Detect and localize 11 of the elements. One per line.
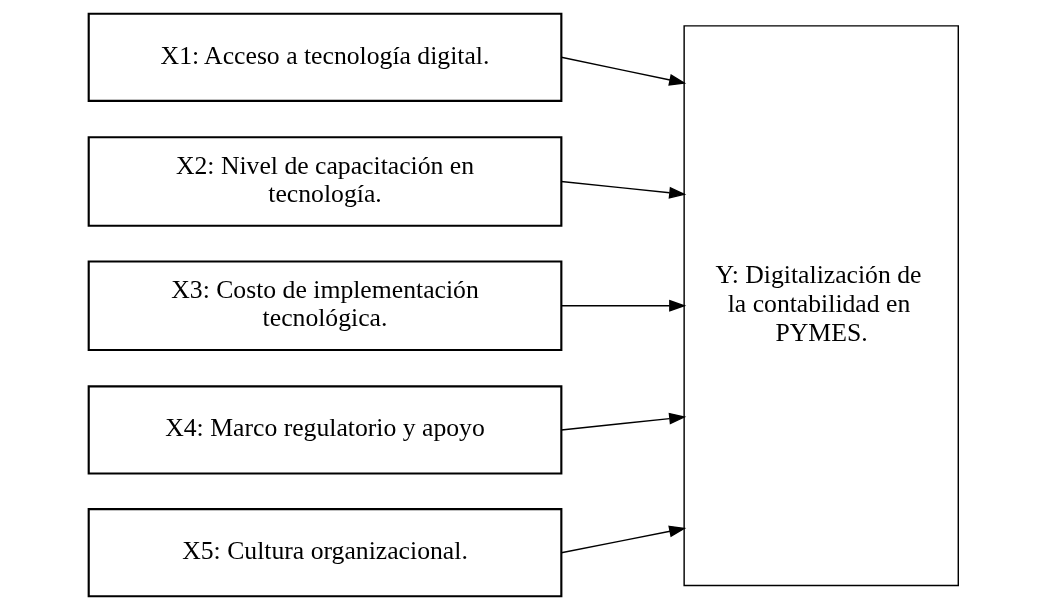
node-box: Y: Digitalización de la contabilidad en PYMES.: [682, 25, 959, 587]
node-box: X3: Costo de implementación tecnológica.: [87, 260, 562, 352]
node-box: X1: Acceso a tecnología digital.: [87, 12, 562, 102]
node-box: X4: Marco regulatorio y apoyo: [87, 385, 562, 475]
arrow: [560, 412, 686, 431]
arrow: [560, 56, 686, 86]
arrow: [560, 180, 686, 199]
node-box: X2: Nivel de capacitación en tecnología.: [87, 136, 562, 227]
node-box: X5: Cultura organizacional.: [87, 508, 562, 598]
arrow: [560, 525, 686, 554]
arrow: [560, 299, 686, 312]
